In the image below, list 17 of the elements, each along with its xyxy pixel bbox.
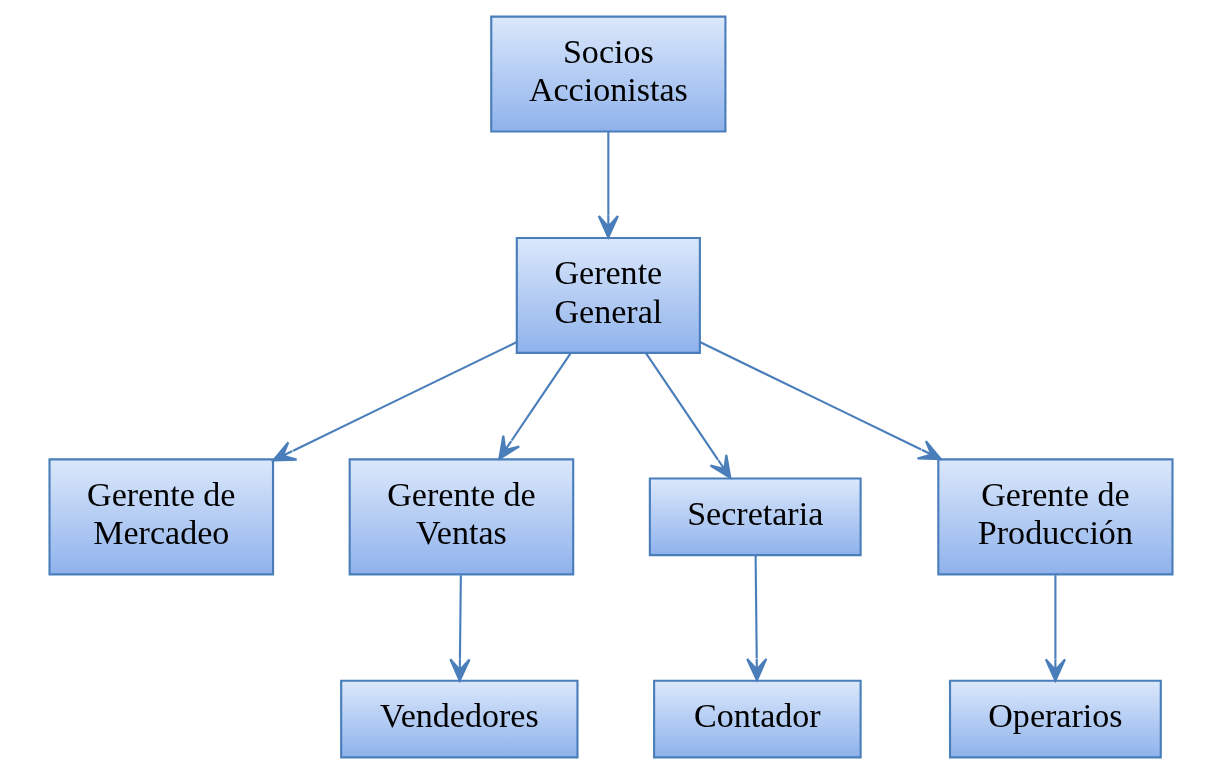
arrow xyxy=(497,352,572,460)
arrow xyxy=(1044,575,1066,682)
arrow xyxy=(745,555,767,682)
node-box: Contador xyxy=(652,679,862,759)
node-box: Gerente de Ventas xyxy=(348,458,574,576)
node-box: Socios Accionistas xyxy=(489,15,726,133)
arrow xyxy=(448,575,471,682)
arrow xyxy=(644,352,731,479)
arrow xyxy=(271,341,517,462)
node-box: Gerente de Producción xyxy=(936,458,1174,576)
node-box: Secretaria xyxy=(648,477,862,557)
arrow xyxy=(698,341,942,461)
node-box: Vendedores xyxy=(339,679,579,759)
node-box: Gerente de Mercadeo xyxy=(47,458,274,576)
node-box: Gerente General xyxy=(515,236,701,354)
node-box: Operarios xyxy=(948,679,1162,759)
arrow xyxy=(597,131,619,239)
